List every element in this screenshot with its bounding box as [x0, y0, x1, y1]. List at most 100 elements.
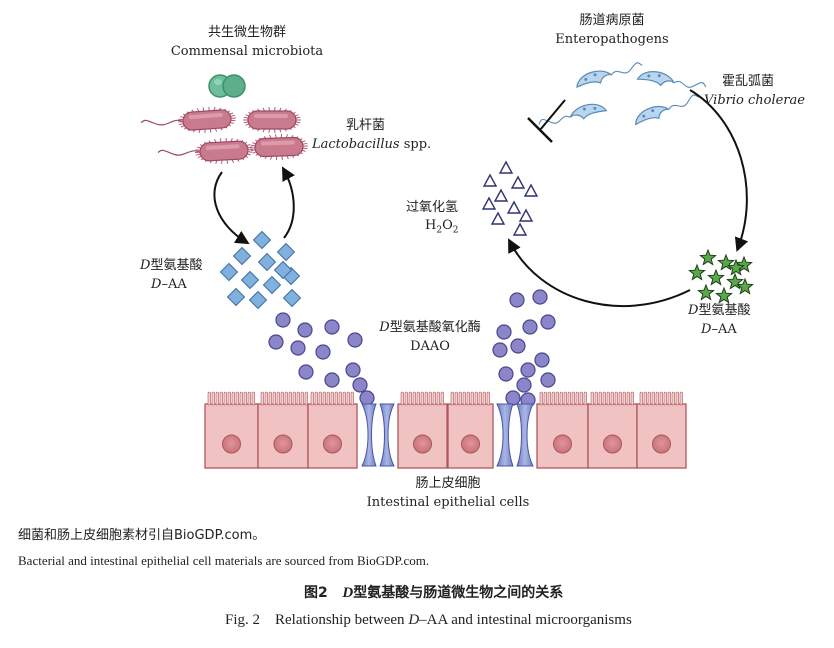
- daa-diamond: [273, 260, 293, 280]
- epithelial-cell: [536, 391, 589, 469]
- vibrio-label-cn: 霍乱弧菌: [722, 74, 775, 89]
- daao-circle: [510, 338, 526, 354]
- daa-right-label-en: D–AA: [701, 322, 737, 337]
- daao-circle: [520, 362, 536, 378]
- arrow-to-lactobacillus: [281, 166, 295, 239]
- arrow-to-daa-left: [213, 171, 250, 245]
- daao-circle: [505, 390, 521, 406]
- vibrio-label-en: Vibrio cholerae: [704, 93, 805, 108]
- daao-circle: [352, 377, 368, 393]
- daa-diamond: [226, 287, 246, 307]
- daao-circle: [492, 342, 508, 358]
- lactobacillus-label-cn: 乳杆菌: [346, 118, 386, 133]
- epithelial-label-en: Intestinal epithelial cells: [366, 495, 530, 510]
- commensal-coccus-icon: [208, 74, 246, 98]
- daa-diamond: [262, 275, 282, 295]
- source-note-en: Bacterial and intestinal epithelial cell…: [18, 553, 430, 568]
- daa-star: [735, 255, 753, 273]
- daao-circle: [298, 364, 314, 380]
- daao-circle: [534, 352, 550, 368]
- daao-circle: [290, 340, 306, 356]
- daao-circle: [540, 314, 556, 330]
- vibrio-cell: [538, 103, 608, 125]
- daao-circle: [532, 289, 548, 305]
- commensal-label-cn: 共生微生物群: [207, 25, 287, 40]
- daa-diamond: [252, 230, 272, 250]
- daao-circle: [509, 292, 525, 308]
- daa-diamond: [232, 246, 252, 266]
- inhibition-line: [527, 99, 566, 143]
- figure-title-cn: 图2 D型氨基酸与肠道微生物之间的关系: [304, 585, 564, 601]
- vibrio-cell: [636, 71, 707, 88]
- daa-stars: [688, 248, 754, 304]
- figure-title-en: Fig. 2 Relationship between D–AA and int…: [225, 612, 632, 628]
- epithelial-cell: [397, 391, 448, 469]
- daa-diamond: [240, 270, 260, 290]
- source-note-cn: 细菌和肠上皮细胞素材引自BioGDP.com。: [18, 528, 266, 543]
- daa-diamonds: [219, 230, 302, 310]
- h2o2-triangle: [490, 211, 506, 225]
- vibrio-cell: [576, 62, 643, 89]
- h2o2-triangle: [493, 188, 509, 202]
- h2o2-triangle: [518, 208, 534, 222]
- daa-star: [736, 277, 754, 295]
- enteropathogens-label-cn: 肠道病原菌: [579, 13, 645, 28]
- lactobacillus-rod: [140, 106, 236, 134]
- h2o2-triangle: [506, 200, 522, 214]
- daa-diamond: [276, 242, 296, 262]
- daa-left-label-en: D–AA: [151, 277, 187, 292]
- daa-star: [727, 258, 745, 276]
- commensal-label-en: Commensal microbiota: [170, 44, 324, 59]
- h2o2-label-cn: 过氧化氢: [406, 200, 459, 215]
- daa-star: [699, 248, 717, 266]
- daao-circle: [540, 372, 556, 388]
- daao-circle: [347, 332, 363, 348]
- daa-diamond: [248, 290, 268, 310]
- h2o2-triangle: [482, 173, 498, 187]
- arrow-pathogen-to-daa: [689, 89, 749, 252]
- epithelial-cell: [447, 391, 494, 469]
- h2o2-triangle: [510, 175, 526, 189]
- h2o2-label-formula: H2O2: [425, 218, 459, 236]
- enteropathogens-label-en: Enteropathogens: [555, 32, 669, 47]
- lactobacillus-rod: [157, 137, 253, 165]
- h2o2-triangles: [481, 160, 539, 236]
- h2o2-triangle: [512, 222, 528, 236]
- lactobacillus-rod: [243, 107, 301, 133]
- daa-star: [726, 272, 744, 290]
- epithelial-cell: [636, 391, 687, 469]
- h2o2-triangle: [498, 160, 514, 174]
- daao-label-en: DAAO: [410, 339, 450, 354]
- epithelial-cells: [204, 391, 687, 469]
- daao-circle: [315, 344, 331, 360]
- daa-diamond: [257, 252, 277, 272]
- daa-right-label-cn: D型氨基酸: [688, 303, 751, 318]
- lactobacillus-rod: [250, 133, 308, 161]
- epithelial-cell: [307, 391, 358, 469]
- epithelial-cell: [587, 391, 638, 469]
- h2o2-triangle: [481, 196, 497, 210]
- epithelial-cell: [257, 391, 309, 469]
- daa-star: [715, 286, 733, 304]
- lactobacillus-label-en: Lactobacillus spp.: [312, 137, 432, 152]
- daao-label-cn: D型氨基酸氧化酶: [379, 320, 481, 335]
- daao-circle: [275, 312, 291, 328]
- daao-circle: [345, 362, 361, 378]
- daao-circle: [522, 319, 538, 335]
- epithelial-cell: [204, 391, 259, 469]
- daao-circle: [498, 366, 514, 382]
- daa-star: [688, 263, 706, 281]
- daao-circle: [324, 319, 340, 335]
- transport-channel: [496, 403, 534, 467]
- daao-circle: [297, 322, 313, 338]
- daao-circle: [359, 390, 375, 406]
- h2o2-triangle: [523, 183, 539, 197]
- epithelial-label-cn: 肠上皮细胞: [415, 476, 481, 491]
- transport-channel: [361, 403, 395, 467]
- daao-circle: [516, 377, 532, 393]
- daa-star: [717, 253, 735, 271]
- arrow-daa-to-h2o2: [508, 238, 691, 308]
- daa-left-label-cn: D型氨基酸: [140, 258, 203, 273]
- daa-diamond: [219, 262, 239, 282]
- daao-circle: [496, 324, 512, 340]
